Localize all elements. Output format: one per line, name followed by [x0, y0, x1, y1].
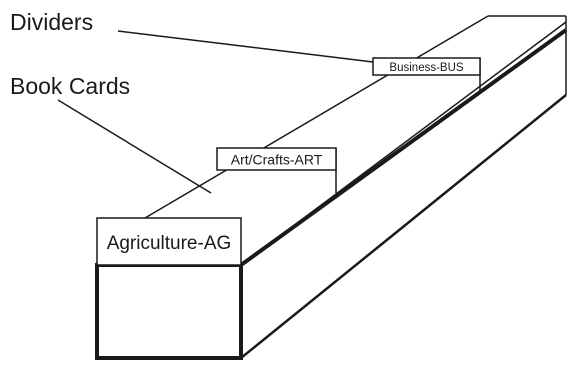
divider-agriculture-label: Agriculture-AG [107, 233, 232, 254]
card-tray [95, 15, 568, 360]
callout-dividers-label: Dividers [10, 9, 93, 35]
divider-agriculture-tab [96, 217, 242, 266]
callout-book-cards-label: Book Cards [10, 73, 130, 99]
divider-business: Business-BUS [372, 57, 481, 93]
callout-book-cards-leader [57, 99, 212, 194]
divider-business-label: Business-BUS [389, 62, 463, 74]
callout-book-cards: Book Cards [10, 73, 212, 194]
divider-business-tab [372, 57, 481, 76]
tray-front-face [95, 263, 243, 360]
tray-side-top-edge [239, 28, 568, 267]
divider-art-crafts: Art/Crafts-ART [216, 147, 337, 193]
callout-dividers: Dividers [10, 9, 374, 63]
callout-dividers-leader [117, 30, 374, 63]
divider-art-crafts-label: Art/Crafts-ART [231, 152, 323, 168]
tray-side-bottom-edge [240, 94, 567, 359]
tray-top-left-edge [144, 15, 489, 219]
divider-agriculture: Agriculture-AG [96, 217, 242, 266]
divider-art-crafts-tab [216, 147, 337, 171]
